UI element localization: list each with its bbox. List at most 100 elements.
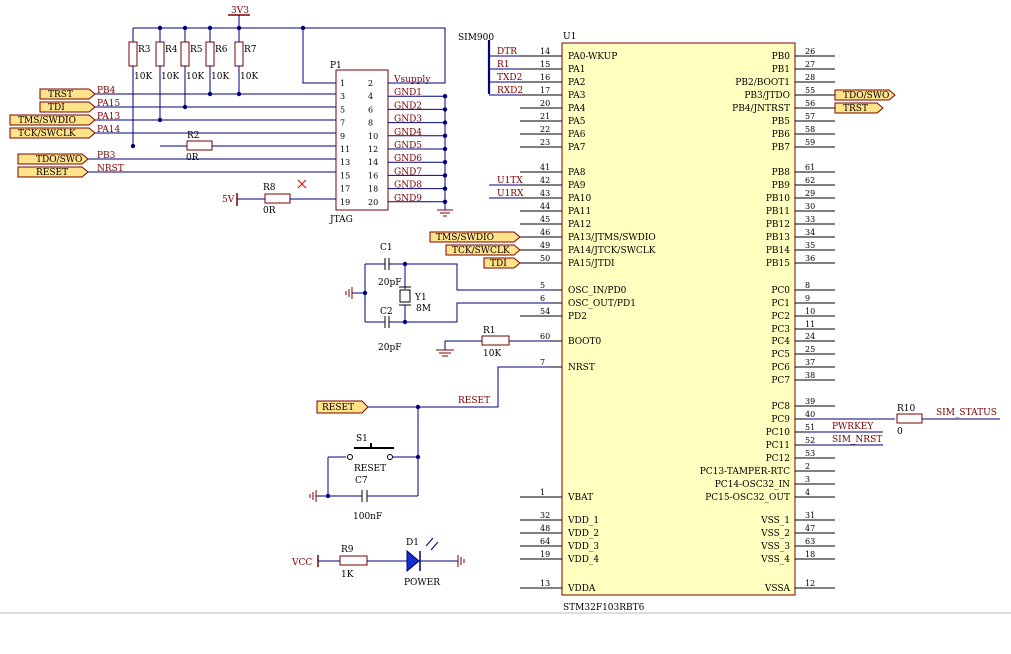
pin-number: 29	[805, 189, 815, 198]
port-pin-label: PA14	[97, 125, 120, 135]
pin-number: 46	[540, 228, 550, 237]
pin-number: 31	[805, 511, 815, 520]
pin-number: 22	[540, 125, 550, 134]
pin-number: 7	[540, 358, 545, 367]
pin-number: 11	[805, 320, 815, 329]
pullup-ref: R7	[244, 45, 257, 55]
pin-name: PA7	[568, 143, 586, 153]
pin-number: 1	[540, 488, 545, 497]
jtag-net-label: GND9	[394, 194, 422, 204]
pullup-value: 10K	[161, 72, 179, 82]
s1-ref: S1	[356, 434, 368, 444]
pin-number: 44	[540, 202, 550, 211]
port-pin-label: PB3	[97, 151, 116, 161]
pin-name: PA15/JTDI	[568, 259, 615, 269]
pin-name: VSS_2	[760, 529, 790, 539]
pin-name: PA2	[568, 78, 585, 88]
pin-name: PC4	[771, 337, 790, 347]
d1-label: POWER	[404, 578, 440, 588]
pin-number: 56	[805, 99, 815, 108]
port-name: TDO/SWO	[36, 155, 82, 165]
pin-number: 13	[540, 579, 550, 588]
pin-name: PB4/JNTRST	[732, 104, 790, 114]
c1-value: 20pF	[378, 278, 401, 288]
pin-name: PC15-OSC32_OUT	[705, 493, 790, 503]
jtag-net-label: GND7	[394, 167, 422, 177]
chip-part-number: STM32F103RBT6	[563, 603, 645, 613]
boot0-resistor: R1 10K	[436, 326, 551, 359]
power-3v3: 3V3	[228, 6, 250, 28]
jtag-pin-num: 17	[340, 185, 350, 194]
pin-number: 43	[540, 189, 550, 198]
c2-value: 20pF	[378, 343, 401, 353]
jtag-net-label: GND8	[394, 181, 422, 191]
r8-value: 0R	[263, 206, 276, 216]
pin-name: PB15	[766, 259, 790, 269]
pin-number: 37	[805, 358, 815, 367]
port-name: TCK/SWCLK	[452, 246, 510, 256]
pin-net: RXD2	[497, 86, 523, 96]
c7-ref: C7	[355, 476, 368, 486]
pin-number: 63	[805, 537, 815, 546]
pin-name: OSC_OUT/PD1	[568, 299, 636, 309]
jtag-label: JTAG	[329, 215, 353, 225]
pin-number: 28	[805, 73, 815, 82]
c1-ref: C1	[380, 243, 393, 253]
pin-name: PC3	[771, 325, 790, 335]
pin-number: 23	[540, 138, 550, 147]
pin-number: 54	[540, 307, 550, 316]
power-3v3-label: 3V3	[231, 6, 249, 16]
pin-net: TXD2	[497, 73, 522, 83]
pin-name: PB2/BOOT1	[735, 78, 790, 88]
pin-name: PB0	[772, 52, 791, 62]
jtag-pin-num: 7	[340, 119, 345, 128]
chip-port-tck-swclk: TCK/SWCLK	[445, 244, 521, 256]
pin-name: PC2	[771, 312, 790, 322]
pin-number: 34	[805, 228, 815, 237]
jtag-pin-num: 10	[368, 132, 378, 141]
pin-name: VSS_4	[760, 555, 790, 565]
jtag-net-label: Vsupply	[393, 75, 431, 85]
pin-number: 58	[805, 125, 815, 134]
pin-name: PA1	[568, 65, 585, 75]
pin-number: 20	[540, 99, 550, 108]
pin-number: 49	[540, 241, 550, 250]
pin-number: 42	[540, 176, 550, 185]
pin-name: VDD_3	[567, 542, 599, 552]
sim900-bus: SIM900	[458, 33, 494, 94]
r8-resistor: 5V R8 0R	[222, 179, 336, 216]
pin-number: 25	[805, 345, 815, 354]
pin-name: PA11	[568, 207, 591, 217]
pin-name: PC5	[771, 350, 790, 360]
pin-name: VBAT	[567, 493, 593, 503]
ground-symbol	[437, 200, 453, 217]
jtag-net-label: GND2	[394, 101, 422, 111]
d1-ref: D1	[406, 538, 419, 548]
pin-number: 6	[540, 294, 545, 303]
